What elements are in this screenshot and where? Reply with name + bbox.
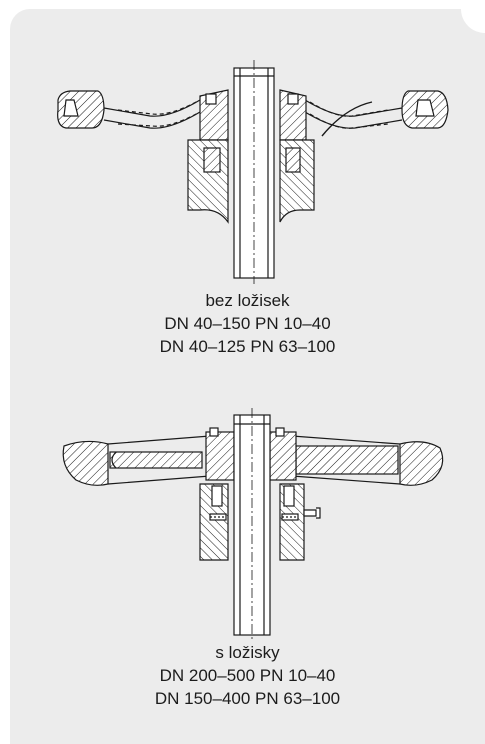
caption-without-bearings: bez ložisek DN 40–150 PN 10–40 DN 40–125… bbox=[10, 289, 485, 358]
caption-spec-1: DN 40–150 PN 10–40 bbox=[164, 314, 331, 333]
left-spoke-2 bbox=[107, 435, 211, 485]
handwheel-without-bearings bbox=[57, 60, 449, 284]
left-rim-section-2 bbox=[62, 440, 109, 486]
caption-title: s ložisky bbox=[215, 643, 280, 662]
handwheel-with-bearings bbox=[62, 408, 444, 640]
caption-spec-2: DN 150–400 PN 63–100 bbox=[154, 689, 341, 708]
right-spoke-2 bbox=[291, 435, 401, 485]
caption-with-bearings: s ložisky DN 200–500 PN 10–40 DN 150–400… bbox=[10, 641, 485, 710]
caption-spec-2: DN 40–125 PN 63–100 bbox=[159, 337, 336, 356]
hub-section-2 bbox=[205, 431, 235, 481]
caption-spec-1: DN 200–500 PN 10–40 bbox=[159, 666, 336, 685]
right-rim-section-2 bbox=[399, 441, 444, 486]
grease-nipple bbox=[303, 507, 321, 519]
caption-title: bez ložisek bbox=[205, 291, 290, 310]
